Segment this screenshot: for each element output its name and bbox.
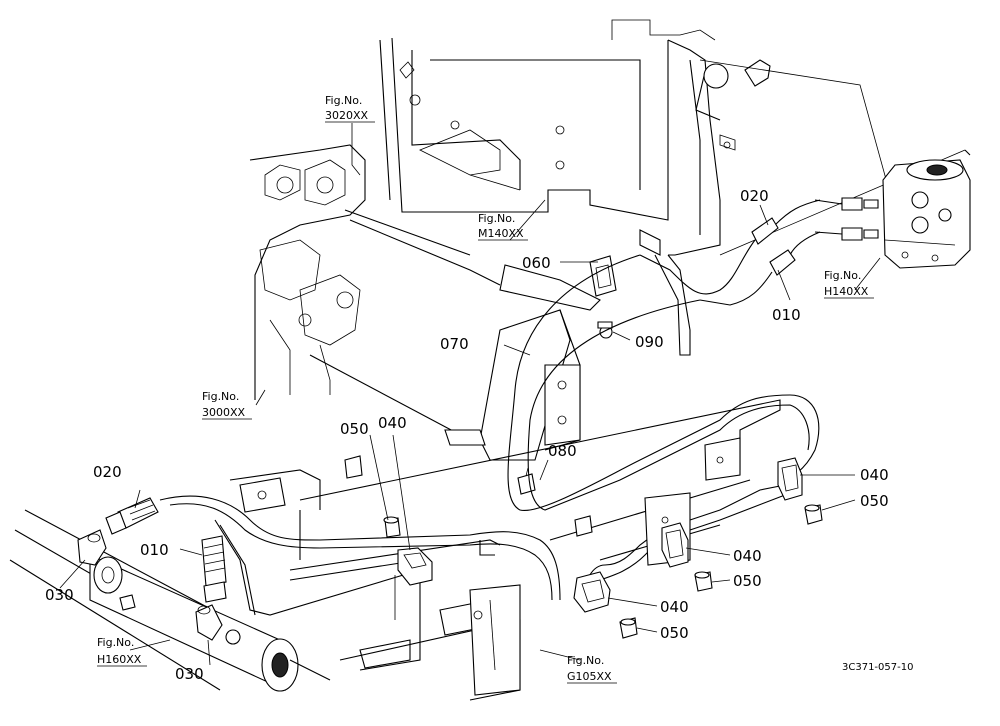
hose-020-left [105, 497, 159, 535]
fig-ref-3020-line2: 3020XX [325, 109, 369, 122]
part-number-labels: 020 010 060 070 090 080 050 040 040 050 … [45, 187, 889, 683]
part-label-050-a: 050 [340, 420, 369, 438]
part-label-030-left: 030 [45, 586, 74, 604]
fig-ref-h140-line1: Fig.No. [824, 269, 861, 282]
part-label-010-left: 010 [140, 541, 169, 559]
fig-ref-3020-line1: Fig.No. [325, 94, 362, 107]
bolt-050-d [619, 617, 638, 639]
fig-ref-h140-line2: H140XX [824, 285, 869, 298]
part-label-060: 060 [522, 254, 551, 272]
part-label-090: 090 [635, 333, 664, 351]
hose-fittings-top [814, 197, 879, 241]
steering-cylinder [9, 509, 331, 692]
hose-010-top [699, 231, 821, 306]
steering-unit [882, 149, 971, 269]
part-label-050-d: 050 [660, 624, 689, 642]
elbow-030-bottom [195, 604, 223, 641]
elbow-030-left [77, 529, 107, 566]
figure-references: Fig.No. 3020XX Fig.No. M140XX Fig.No. H1… [97, 94, 874, 684]
part-label-080: 080 [548, 442, 577, 460]
engine-block [249, 144, 501, 441]
leader-lines [59, 123, 881, 666]
fig-ref-g105-line1: Fig.No. [567, 654, 604, 667]
clamp-040-d [573, 571, 611, 613]
hose-020-top [639, 199, 821, 295]
part-label-010-top: 010 [772, 306, 801, 324]
part-label-050-c: 050 [733, 572, 762, 590]
part-label-050-b: 050 [860, 492, 889, 510]
clamp-040-a [397, 547, 433, 586]
part-label-040-b: 040 [860, 466, 889, 484]
steering-support-frame [379, 19, 966, 356]
bolt-050-c [694, 571, 713, 592]
bolt-080 [517, 467, 536, 495]
fig-ref-m140-line2: M140XX [478, 227, 524, 240]
fig-ref-h160-line1: Fig.No. [97, 636, 134, 649]
drawing-code: 3C371-057-10 [842, 662, 913, 673]
part-label-040-a: 040 [378, 414, 407, 432]
part-label-020-left: 020 [93, 463, 122, 481]
hose-010-left [201, 535, 227, 603]
clamp-040-c [661, 522, 689, 568]
bolt-090 [597, 321, 613, 339]
part-label-030-bottom: 030 [175, 665, 204, 683]
part-label-040-c: 040 [733, 547, 762, 565]
bolt-050-b [804, 504, 823, 525]
fig-ref-3000-line1: Fig.No. [202, 390, 239, 403]
part-label-040-d: 040 [660, 598, 689, 616]
part-label-070: 070 [440, 335, 469, 353]
part-label-020-top: 020 [740, 187, 769, 205]
fig-ref-g105-line2: G105XX [567, 670, 612, 683]
bolt-050-a [383, 516, 401, 538]
fig-ref-3000-line2: 3000XX [202, 406, 246, 419]
fig-ref-m140-line1: Fig.No. [478, 212, 515, 225]
clamp-040-b [777, 457, 803, 501]
fig-ref-h160-line2: H160XX [97, 653, 142, 666]
bracket-070 [444, 264, 601, 461]
